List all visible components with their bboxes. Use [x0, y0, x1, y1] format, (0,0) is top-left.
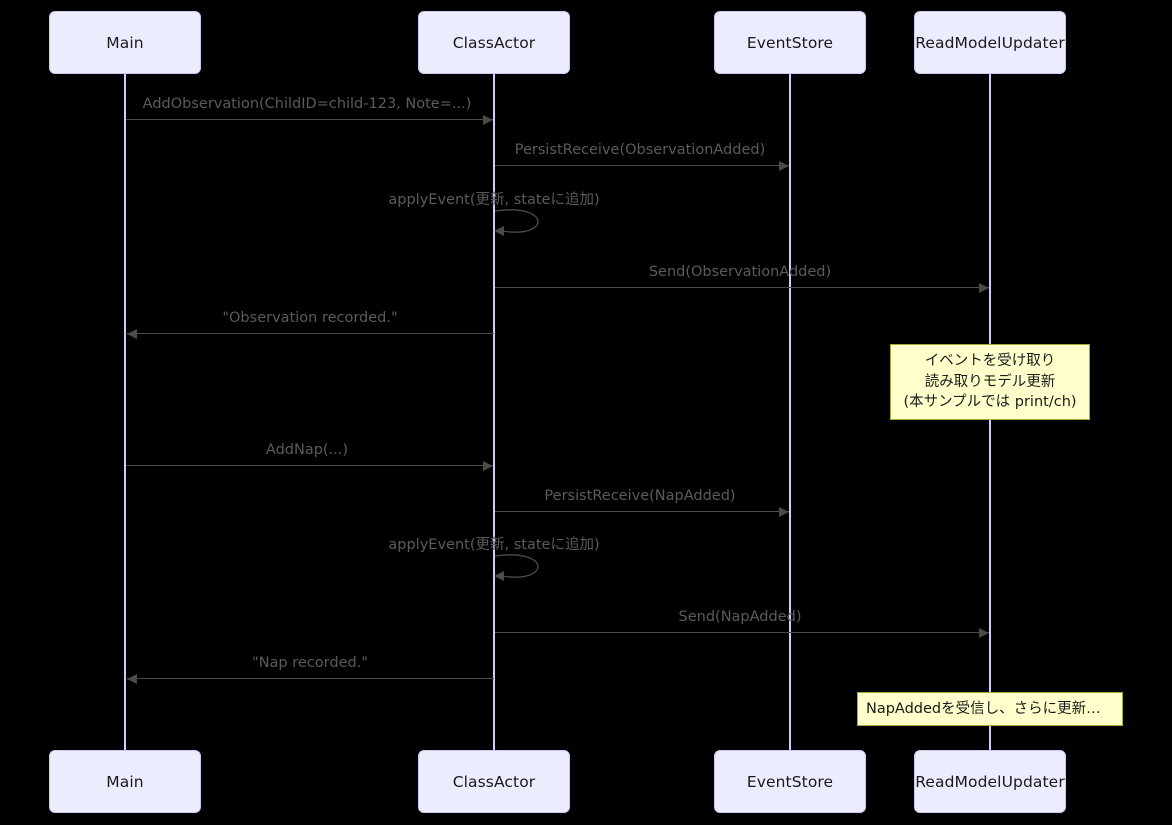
self-message-loop-m8 — [493, 550, 559, 584]
message-arrowhead-m2 — [779, 160, 789, 171]
participant-top-eventstore[interactable]: EventStore — [714, 11, 866, 74]
message-line-m4 — [495, 287, 989, 288]
participant-label: ClassActor — [452, 772, 536, 791]
note-note2: NapAddedを受信し、さらに更新… — [857, 692, 1123, 726]
self-message-loop-m3 — [493, 205, 559, 239]
participant-label: Main — [106, 772, 144, 791]
lifeline-eventstore — [789, 74, 791, 750]
message-line-m1 — [126, 119, 493, 120]
participant-top-readmodel[interactable]: ReadModelUpdater — [914, 11, 1066, 74]
message-line-m7 — [495, 511, 789, 512]
note-line: (本サンプルでは print/ch) — [903, 394, 1077, 411]
message-arrowhead-m10 — [127, 673, 137, 684]
message-arrowhead-m5 — [127, 328, 137, 339]
participant-bottom-classactor[interactable]: ClassActor — [418, 750, 570, 813]
message-line-m6 — [126, 465, 493, 466]
message-label-m5: "Observation recorded." — [222, 310, 398, 326]
note-line: イベントを受け取り — [924, 353, 1056, 370]
participant-label: Main — [106, 33, 144, 52]
message-arrowhead-m6 — [483, 460, 493, 471]
lifeline-main — [124, 74, 126, 750]
message-line-m10 — [127, 678, 494, 679]
message-label-m9: Send(NapAdded) — [678, 609, 802, 625]
message-label-m10: "Nap recorded." — [252, 655, 368, 671]
message-line-m5 — [127, 333, 494, 334]
message-arrowhead-m4 — [979, 282, 989, 293]
participant-label: EventStore — [746, 772, 834, 791]
message-label-m3: applyEvent(更新, stateに追加) — [388, 192, 600, 208]
message-label-m7: PersistReceive(NapAdded) — [544, 488, 736, 504]
lifeline-classactor — [493, 74, 495, 750]
note-line: NapAddedを受信し、さらに更新… — [866, 700, 1101, 717]
participant-bottom-main[interactable]: Main — [49, 750, 201, 813]
participant-bottom-eventstore[interactable]: EventStore — [714, 750, 866, 813]
participant-bottom-readmodel[interactable]: ReadModelUpdater — [914, 750, 1066, 813]
message-label-m6: AddNap(...) — [265, 442, 349, 458]
message-line-m2 — [495, 165, 789, 166]
message-arrowhead-m9 — [979, 627, 989, 638]
message-line-m9 — [495, 632, 989, 633]
participant-top-classactor[interactable]: ClassActor — [418, 11, 570, 74]
note-note1: イベントを受け取り読み取りモデル更新 (本サンプルでは print/ch) — [890, 344, 1090, 420]
participant-top-main[interactable]: Main — [49, 11, 201, 74]
message-label-m8: applyEvent(更新, stateに追加) — [388, 537, 600, 553]
participant-label: EventStore — [746, 33, 834, 52]
message-arrowhead-m7 — [779, 506, 789, 517]
message-label-m1: AddObservation(ChildID=child-123, Note=.… — [142, 96, 472, 112]
note-line: 読み取りモデル更新 — [924, 373, 1056, 390]
message-arrowhead-m1 — [483, 114, 493, 125]
participant-label: ClassActor — [452, 33, 536, 52]
participant-label: ReadModelUpdater — [915, 33, 1065, 52]
message-label-m4: Send(ObservationAdded) — [648, 264, 832, 280]
message-label-m2: PersistReceive(ObservationAdded) — [514, 142, 766, 158]
participant-label: ReadModelUpdater — [915, 772, 1065, 791]
